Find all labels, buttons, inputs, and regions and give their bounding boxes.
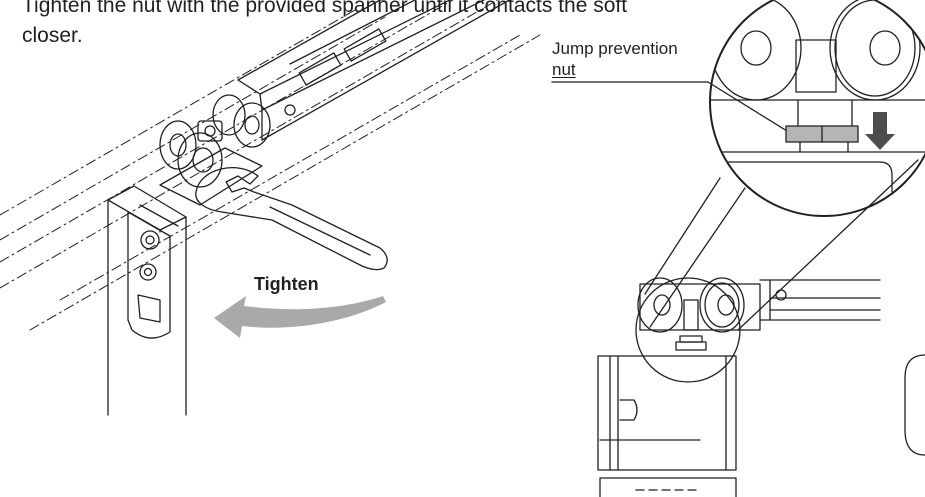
callout-label-line-1: Jump prevention [552, 39, 678, 58]
callout-label: Jump prevention nut [552, 38, 678, 80]
instruction-line-2: closer. [22, 24, 83, 47]
dashed-guide-lines [0, 0, 541, 331]
magnifier-connectors [644, 159, 919, 331]
tighten-label: Tighten [254, 274, 319, 294]
callout-leader [551, 81, 788, 132]
top-rail [237, 0, 511, 141]
soft-closer [127, 204, 179, 339]
tighten-arrow [214, 296, 386, 338]
spanner [195, 167, 388, 271]
lower-assembly [597, 277, 925, 497]
door-panel [107, 185, 187, 416]
magnified-detail [709, 0, 925, 217]
roller-carriage [159, 94, 271, 206]
callout-label-line-2: nut [552, 60, 576, 79]
down-arrow-icon [865, 112, 895, 150]
